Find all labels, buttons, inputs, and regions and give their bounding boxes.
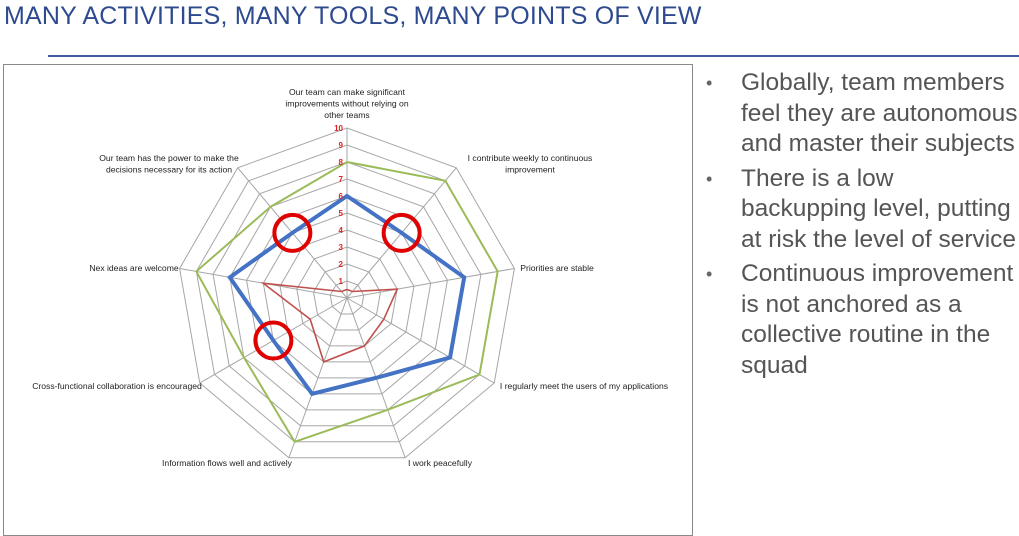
tick-label: 4 xyxy=(339,226,344,235)
bullet-dot-icon: • xyxy=(706,168,713,189)
bullet-list: • Globally, team members feel they are au… xyxy=(700,68,1018,385)
grid-ring xyxy=(212,161,482,427)
axis-spoke xyxy=(346,267,515,299)
tick-label: 2 xyxy=(339,260,344,269)
grid-ring xyxy=(246,195,448,395)
tick-label: 6 xyxy=(339,192,344,201)
slide-title: MANY ACTIVITIES, MANY TOOLS, MANY POINTS… xyxy=(4,2,702,30)
grid-ring xyxy=(296,246,398,347)
bullet-dot-icon: • xyxy=(706,73,713,93)
grid-ring xyxy=(262,212,432,379)
axis-label: I work peacefully xyxy=(408,458,473,468)
title-divider xyxy=(48,55,1019,57)
radar-chart-frame: 1 2 3 4 5 6 7 8 9 10 Our team can make significant… xyxy=(3,64,693,536)
bullet-item: • Continuous improvement is not anchored … xyxy=(700,259,1018,381)
highlight-circle xyxy=(381,212,422,253)
bullet-text: Continuous improvement is not anchored a… xyxy=(741,260,1014,379)
series-line xyxy=(195,160,499,443)
axis-spoke xyxy=(288,297,348,458)
bullet-item: • Globally, team members feel they are au… xyxy=(700,68,1018,160)
series-line xyxy=(260,282,399,363)
grid-ring xyxy=(229,178,465,411)
axis-label: Nex ideas are welcome xyxy=(89,263,179,273)
axis-label: I regularly meet the users of my applica… xyxy=(500,381,668,391)
series-line xyxy=(227,193,467,397)
tick-label: 3 xyxy=(339,243,344,252)
tick-label: 1 xyxy=(339,277,344,286)
bullet-dot-icon: • xyxy=(706,264,713,284)
tick-label: 9 xyxy=(339,141,344,150)
grid-ring xyxy=(179,127,515,459)
grid-ring xyxy=(279,229,415,363)
tick-label: 5 xyxy=(339,209,344,218)
tick-label: 8 xyxy=(339,158,344,167)
bullet-item: • There is a low backupping level, puttin… xyxy=(700,164,1018,256)
axis-label: Cross-functional collaboration is encour… xyxy=(32,381,202,391)
bullet-text: Globally, team members feel they are aut… xyxy=(741,69,1018,157)
axis-label: Information flows well and actively xyxy=(162,458,293,468)
axis-label: Priorities are stable xyxy=(520,263,594,273)
tick-label: 10 xyxy=(334,124,343,133)
axis-spoke xyxy=(346,297,495,384)
bullet-text: There is a low backupping level, putting… xyxy=(741,164,1017,253)
tick-label: 7 xyxy=(339,175,344,184)
radar-chart: 1 2 3 4 5 6 7 8 9 10 Our team can make significant… xyxy=(32,87,668,468)
highlight-circle xyxy=(253,320,294,361)
grid-ring xyxy=(312,263,382,331)
highlight-circle xyxy=(272,212,313,253)
